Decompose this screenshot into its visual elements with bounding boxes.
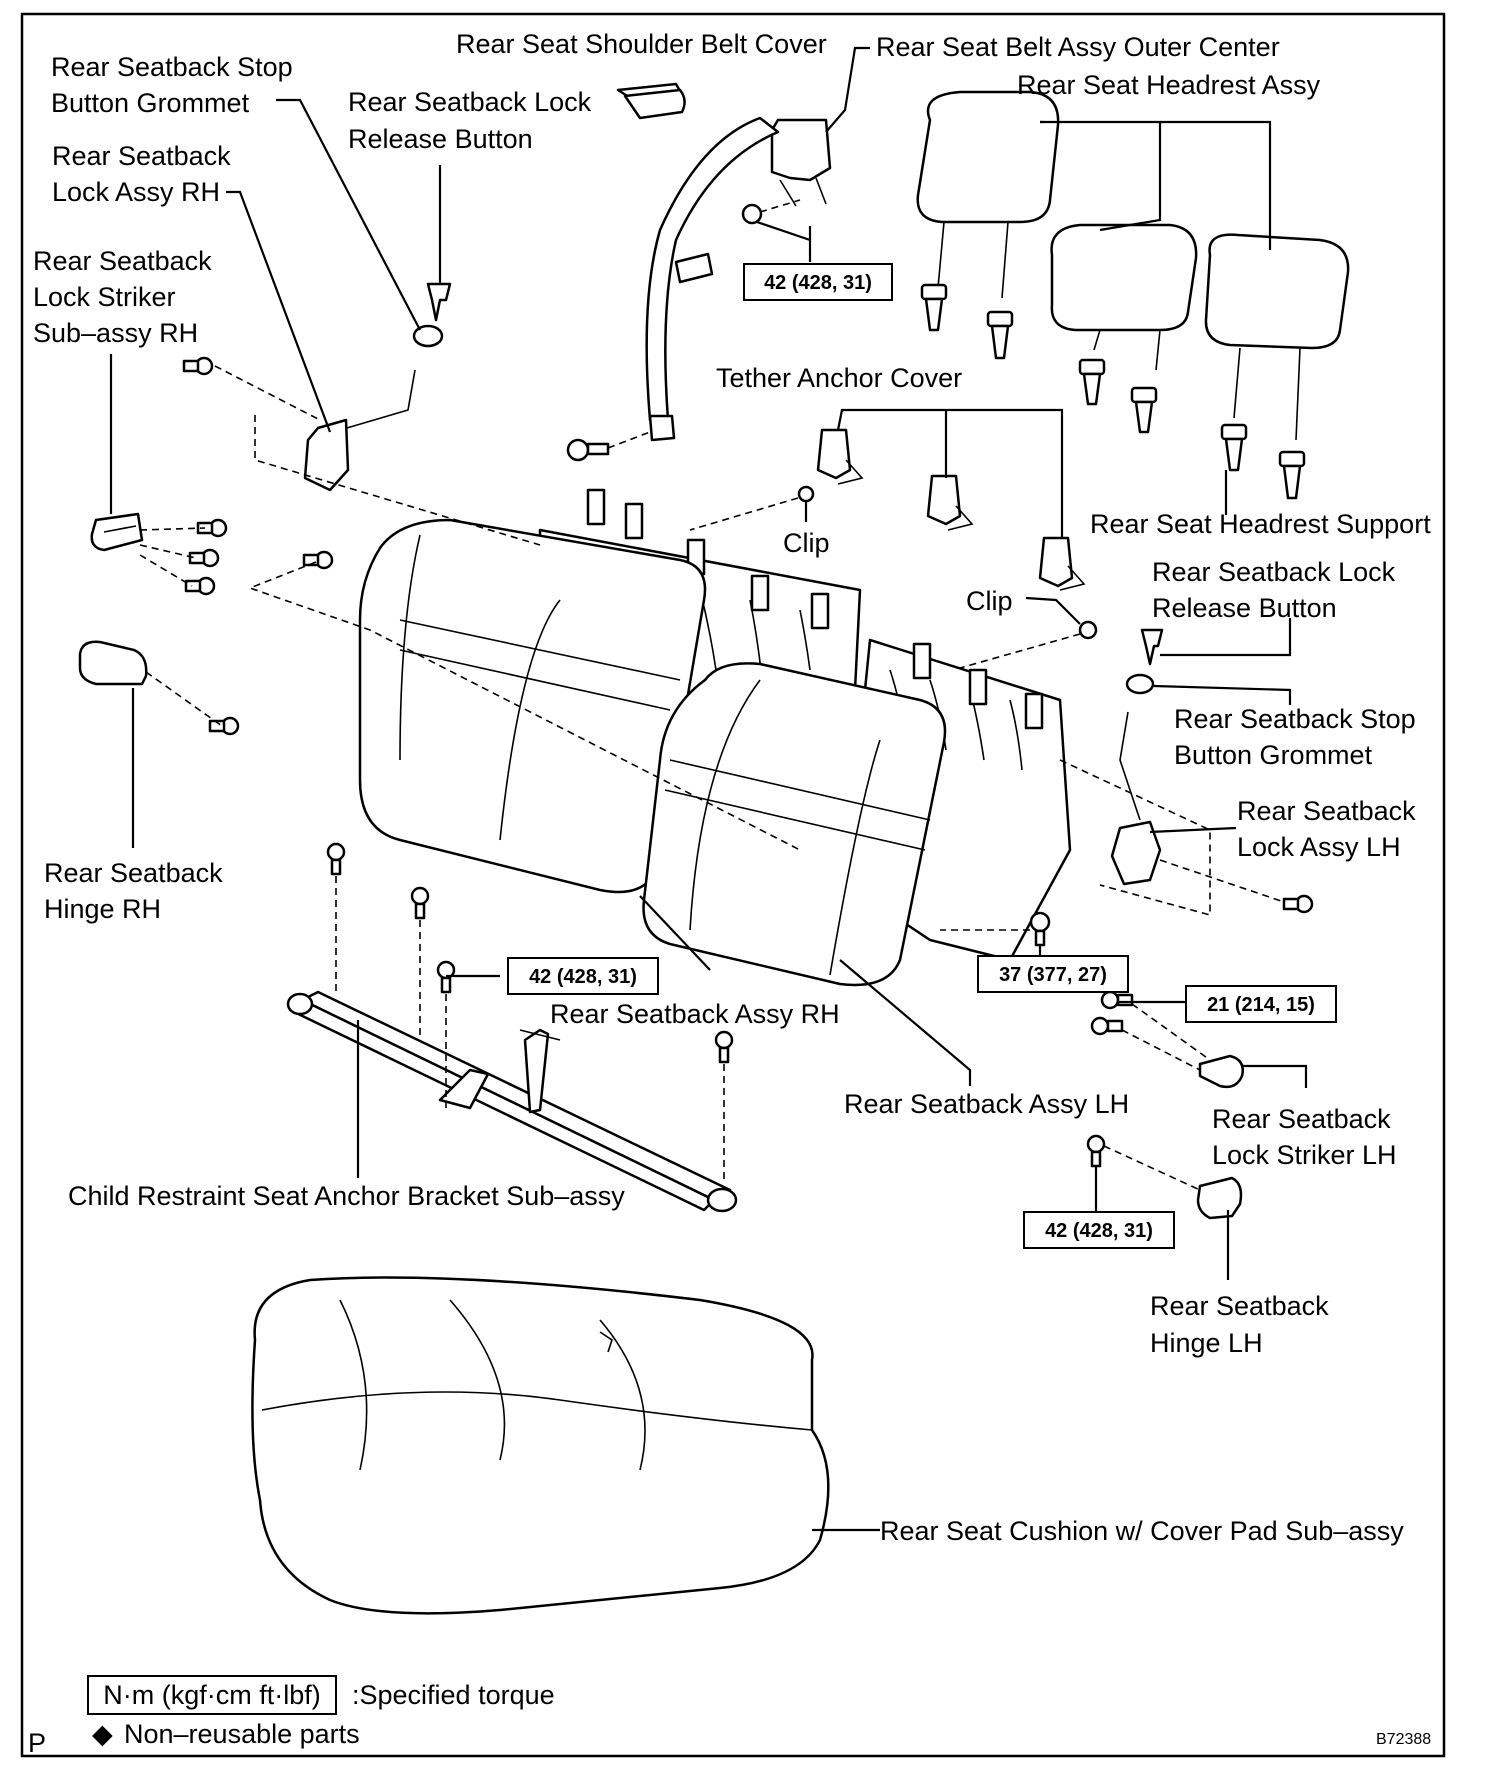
lock-assy-lh-bolt bbox=[1282, 894, 1314, 914]
lock-striker-rh bbox=[90, 512, 144, 552]
rear-seat-cushion bbox=[251, 1276, 830, 1615]
nonreusable-diamond-icon: ◆ bbox=[92, 1719, 113, 1749]
headrest-support-1 bbox=[920, 283, 948, 332]
label-stop-grommet-lh-1: Rear Seatback Stop bbox=[1174, 704, 1416, 734]
label-striker-lh-2: Lock Striker LH bbox=[1212, 1140, 1397, 1170]
striker-bolts-rh bbox=[182, 356, 334, 596]
clip-lower bbox=[1078, 620, 1098, 640]
legend-nonreusable: ◆ Non–reusable parts bbox=[92, 1719, 360, 1749]
label-tether-anchor-cover: Tether Anchor Cover bbox=[716, 363, 962, 393]
page-mark: P bbox=[28, 1728, 46, 1758]
legend-torque: N·m (kgf·cm ft·lbf) :Specified torque bbox=[87, 1675, 555, 1715]
label-striker-rh-1: Rear Seatback bbox=[33, 246, 212, 276]
torque-striker-bolt: 21 (214, 15) bbox=[1185, 985, 1337, 1023]
headrest-center bbox=[1050, 223, 1198, 371]
svg-text:Non–reusable parts: Non–reusable parts bbox=[124, 1719, 360, 1749]
seatback-lock-assy-rh bbox=[303, 369, 416, 492]
belt-anchor-nut bbox=[741, 203, 763, 225]
label-lock-release-lh-2: Release Button bbox=[1152, 593, 1337, 623]
tether-anchor-cover-1 bbox=[816, 428, 864, 485]
label-headrest-assy: Rear Seat Headrest Assy bbox=[1017, 70, 1321, 100]
label-stop-grommet-rh-1: Rear Seatback Stop bbox=[51, 52, 293, 82]
diagram-frame bbox=[20, 12, 1446, 1758]
label-hinge-rh-1: Rear Seatback bbox=[44, 858, 223, 888]
headrest-support-2 bbox=[986, 310, 1014, 360]
svg-text:37 (377, 27): 37 (377, 27) bbox=[999, 964, 1107, 986]
leader-lines bbox=[109, 46, 1308, 1532]
torque-seatback-bolt: 37 (377, 27) bbox=[977, 955, 1129, 993]
seat-belt-assy-outer-center bbox=[645, 116, 832, 442]
label-cushion: Rear Seat Cushion w/ Cover Pad Sub–assy bbox=[880, 1516, 1404, 1546]
stop-button-grommet-lh bbox=[1125, 673, 1155, 695]
shoulder-belt-cover bbox=[616, 82, 686, 120]
label-lock-assy-rh-1: Rear Seatback bbox=[52, 141, 231, 171]
label-anchor-bracket: Child Restraint Seat Anchor Bracket Sub–… bbox=[68, 1181, 625, 1211]
label-hinge-lh-1: Rear Seatback bbox=[1150, 1291, 1329, 1321]
label-seatback-rh: Rear Seatback Assy RH bbox=[550, 999, 840, 1029]
label-lock-assy-lh-1: Rear Seatback bbox=[1237, 796, 1416, 826]
label-clip-lower: Clip bbox=[966, 586, 1013, 616]
svg-text:42 (428, 31): 42 (428, 31) bbox=[529, 966, 637, 988]
seatback-bolt-37 bbox=[1029, 911, 1051, 947]
label-lock-release-lh-1: Rear Seatback Lock bbox=[1152, 557, 1396, 587]
label-striker-rh-2: Lock Striker bbox=[33, 282, 176, 312]
torque-bracket-bolt: 42 (428, 31) bbox=[507, 957, 659, 995]
headrest-support-5 bbox=[1220, 423, 1248, 472]
label-clip-upper: Clip bbox=[783, 528, 830, 558]
tether-anchor-cover-3 bbox=[1038, 536, 1086, 591]
figure-id: B72388 bbox=[1376, 1731, 1431, 1748]
label-striker-rh-3: Sub–assy RH bbox=[33, 318, 198, 348]
label-headrest-support: Rear Seat Headrest Support bbox=[1090, 509, 1431, 539]
label-hinge-lh-2: Hinge LH bbox=[1150, 1328, 1263, 1358]
label-belt-assy-outer-center: Rear Seat Belt Assy Outer Center bbox=[876, 32, 1280, 62]
label-stop-grommet-lh-2: Button Grommet bbox=[1174, 740, 1373, 770]
label-lock-assy-lh-2: Lock Assy LH bbox=[1237, 832, 1401, 862]
label-shoulder-belt-cover: Rear Seat Shoulder Belt Cover bbox=[456, 29, 827, 59]
clip-upper bbox=[797, 485, 815, 503]
svg-text:42 (428, 31): 42 (428, 31) bbox=[764, 272, 872, 294]
lock-striker-lh bbox=[1198, 1054, 1244, 1089]
seatback-hinge-rh bbox=[78, 640, 240, 736]
seatback-lock-assy-lh bbox=[1110, 711, 1162, 886]
label-hinge-rh-2: Hinge RH bbox=[44, 894, 161, 924]
label-stop-grommet-rh-2: Button Grommet bbox=[51, 88, 250, 118]
label-seatback-lh: Rear Seatback Assy LH bbox=[844, 1089, 1129, 1119]
lock-release-button-lh bbox=[1140, 628, 1164, 666]
lock-release-button-rh bbox=[426, 282, 452, 322]
child-restraint-anchor-bracket bbox=[286, 990, 738, 1213]
torque-belt-anchor: 42 (428, 31) bbox=[743, 263, 893, 301]
stop-button-grommet-rh bbox=[412, 324, 444, 348]
torque-hinge-lh-bolt: 42 (428, 31) bbox=[1023, 1211, 1175, 1249]
svg-text::Specified torque: :Specified torque bbox=[352, 1680, 555, 1710]
headrest-support-3 bbox=[1078, 358, 1106, 406]
tether-anchor-cover-2 bbox=[926, 474, 974, 531]
svg-text:21 (214, 15): 21 (214, 15) bbox=[1207, 994, 1315, 1016]
label-lock-release-rh-2: Release Button bbox=[348, 124, 533, 154]
svg-text:N·m (kgf·cm ft·lbf): N·m (kgf·cm ft·lbf) bbox=[103, 1680, 320, 1710]
seatback-assy-rh bbox=[358, 518, 707, 894]
headrest-support-4 bbox=[1130, 386, 1158, 434]
headrest-right bbox=[1204, 233, 1350, 441]
label-striker-lh-1: Rear Seatback bbox=[1212, 1104, 1391, 1134]
striker-bolts-lh bbox=[1090, 990, 1134, 1036]
seatback-assy-lh bbox=[642, 662, 947, 987]
bracket-bolts bbox=[326, 842, 734, 1064]
belt-lower-bolt bbox=[566, 438, 610, 462]
headrest-support-6 bbox=[1278, 450, 1306, 500]
hinge-lh-bolt bbox=[1086, 1134, 1106, 1168]
svg-text:42 (428, 31): 42 (428, 31) bbox=[1045, 1220, 1153, 1242]
label-lock-assy-rh-2: Lock Assy RH bbox=[52, 177, 220, 207]
label-lock-release-rh-1: Rear Seatback Lock bbox=[348, 87, 592, 117]
seatback-hinge-lh bbox=[1196, 1176, 1243, 1220]
headrest-left bbox=[916, 90, 1060, 299]
